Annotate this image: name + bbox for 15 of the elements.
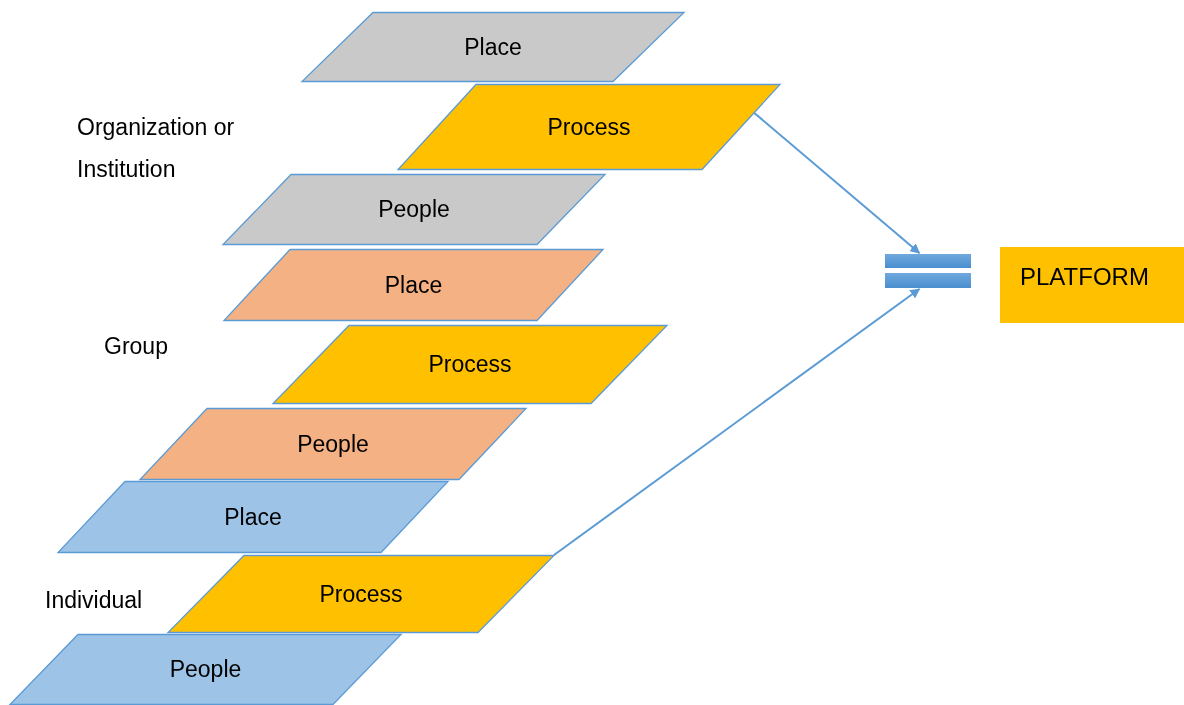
level-label: Group (104, 332, 169, 361)
equals-sign (885, 254, 971, 288)
parallelogram: Process (273, 325, 667, 404)
arrow (753, 111, 921, 254)
parallelogram: People (140, 408, 526, 480)
parallelogram: Process (168, 555, 554, 633)
platform-box: PLATFORM (1000, 247, 1184, 323)
arrow (553, 288, 921, 556)
parallelogram: Process (398, 84, 780, 170)
parallelogram: Place (224, 249, 603, 321)
level-label: Individual (45, 586, 144, 615)
parallelogram: Place (302, 12, 684, 82)
parallelogram: Place (58, 481, 448, 553)
parallelogram: People (10, 634, 401, 705)
parallelogram: People (223, 174, 605, 245)
